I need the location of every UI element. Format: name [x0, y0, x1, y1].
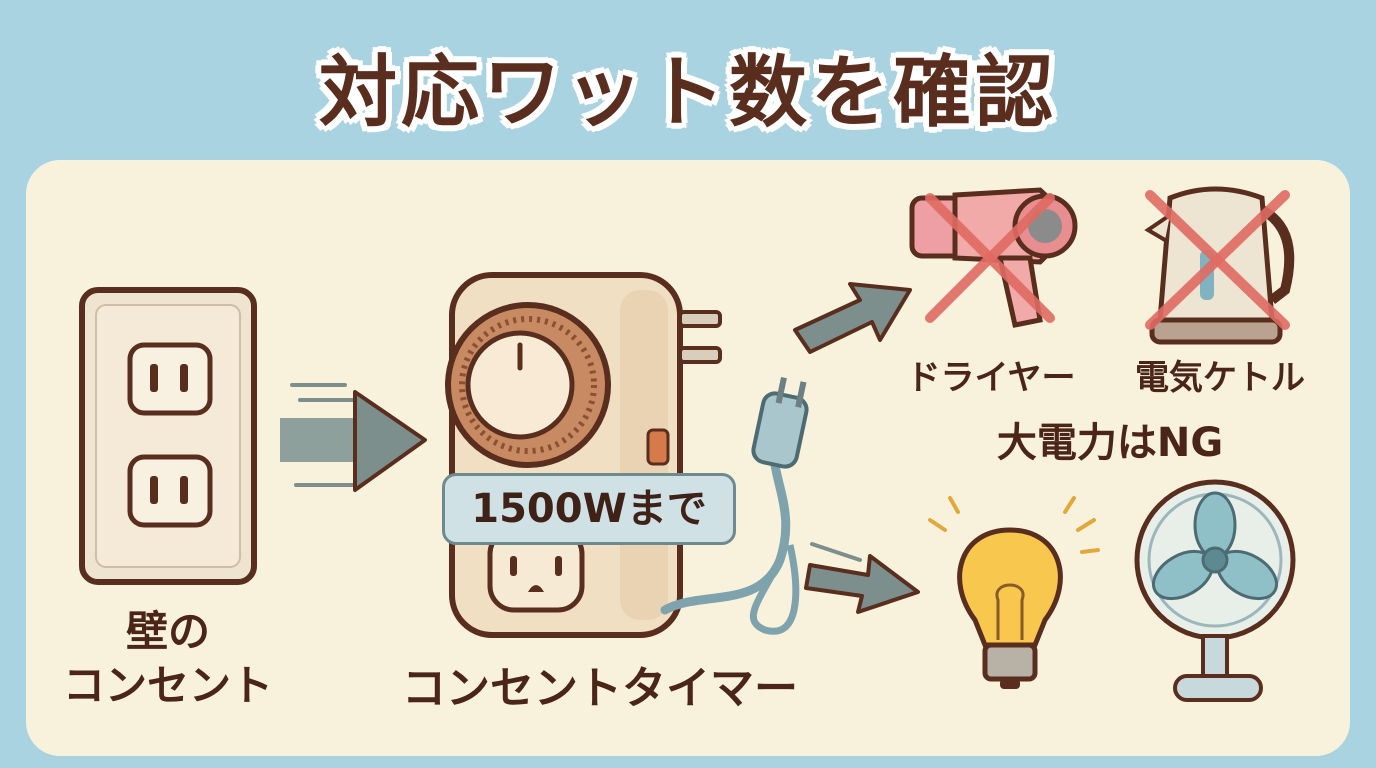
wattage-limit-badge: 1500Wまで — [442, 473, 736, 545]
outlet-timer-label: コンセントタイマー — [402, 663, 798, 714]
arrow-to-ok-devices-icon — [804, 542, 920, 614]
wall-outlet-label-line1: 壁の — [125, 607, 210, 656]
electric-kettle-icon — [1144, 186, 1295, 345]
page-title: 対応ワット数を確認 — [318, 48, 1057, 138]
hair-dryer-icon — [909, 187, 1078, 328]
arrow-to-ng-devices-icon — [793, 282, 912, 354]
electric-fan-icon — [1134, 479, 1296, 702]
arrow-wall-to-timer-icon — [280, 383, 427, 492]
kettle-label: 電気ケトル — [1135, 358, 1305, 398]
outlet-timer-icon — [445, 272, 722, 638]
dryer-label: ドライヤー — [906, 358, 1076, 398]
wall-outlet-icon — [79, 287, 257, 585]
ng-caption: 大電力はNG — [996, 420, 1224, 466]
wall-outlet-label-line2: コンセント — [62, 661, 273, 710]
power-cord-icon — [660, 377, 809, 635]
light-bulb-icon — [928, 496, 1100, 689]
